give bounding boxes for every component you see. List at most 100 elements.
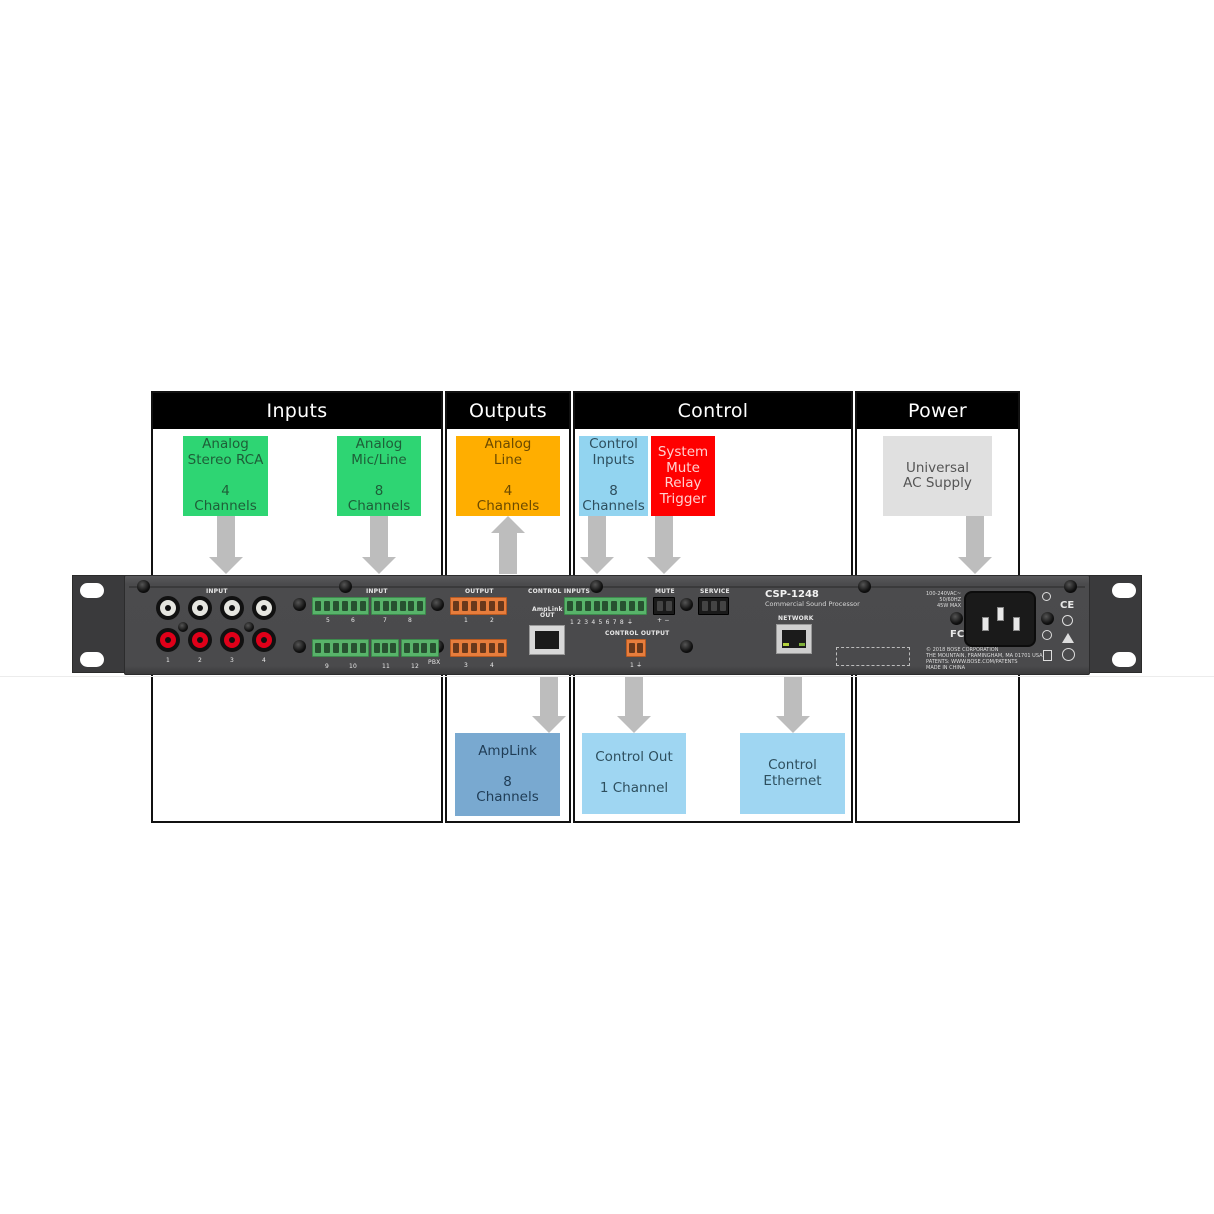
arrow-down-amplink	[532, 676, 566, 733]
feature-line: Channels	[582, 498, 645, 515]
feature-line	[632, 766, 636, 782]
mute-polarity: + −	[657, 617, 670, 624]
input-number: 8	[408, 617, 413, 624]
screw	[1041, 612, 1054, 625]
arrow-down-ac-supply	[958, 516, 992, 574]
output-number: 1	[464, 617, 469, 624]
arrow-down-control-inputs	[580, 516, 614, 574]
pbx-label: PBX	[428, 659, 441, 666]
screw	[178, 622, 188, 632]
rack-hole	[80, 652, 104, 667]
output-terminal-3-4[interactable]	[450, 639, 507, 657]
power-header: Power	[857, 393, 1018, 429]
feature-line: Line	[493, 451, 523, 468]
screw	[137, 580, 150, 593]
screw	[244, 622, 254, 632]
rca-number: 2	[198, 657, 203, 664]
amplink-out-port[interactable]	[529, 625, 565, 655]
outputs-header: Outputs	[447, 393, 569, 429]
screw	[293, 640, 306, 653]
feature-line: AC Supply	[903, 475, 972, 491]
arrow-down-control-out	[617, 676, 651, 733]
rca-jack-red-1[interactable]	[156, 628, 180, 652]
rca-jack-red-3[interactable]	[220, 628, 244, 652]
weee-bin-icon	[1043, 650, 1052, 661]
feature-line: Control	[589, 436, 638, 453]
input-terminal-7-8[interactable]	[371, 597, 426, 615]
screw	[590, 580, 603, 593]
feature-line: 1 Channel	[599, 780, 669, 797]
rca-jack-white-4[interactable]	[252, 596, 276, 620]
screw	[858, 580, 871, 593]
input-terminal-5-6[interactable]	[312, 597, 369, 615]
rack-hole	[1112, 583, 1136, 598]
rca-input-label: INPUT	[206, 588, 228, 595]
rca-jack-white-1[interactable]	[156, 596, 180, 620]
control-inputs-label: CONTROL INPUTS	[528, 588, 590, 595]
feature-line: Analog	[484, 436, 532, 453]
feature-line: AmpLink	[478, 742, 537, 759]
output-terminal-1-2[interactable]	[450, 597, 507, 615]
arrow-up-analog-line	[491, 516, 525, 574]
screw	[680, 640, 693, 653]
feature-line: Control Out	[595, 749, 673, 766]
feature-line	[223, 468, 227, 484]
arrow-down-mic-line	[362, 516, 396, 574]
mute-terminal[interactable]	[653, 597, 675, 615]
control-output-terminal[interactable]	[626, 639, 646, 657]
output-number: 2	[490, 617, 495, 624]
feature-line: Universal	[905, 459, 970, 476]
feature-line: Mic/Line	[351, 451, 407, 468]
rca-jack-white-3[interactable]	[220, 596, 244, 620]
feature-line: Inputs	[592, 451, 635, 468]
screw	[1064, 580, 1077, 593]
screw	[293, 598, 306, 611]
feature-line: Relay	[664, 475, 702, 491]
control-inputs-terminal[interactable]	[564, 597, 647, 615]
network-label: NETWORK	[778, 615, 814, 622]
control-output-number: 1 ⏚	[630, 662, 643, 669]
feature-line	[611, 468, 615, 484]
energy-icon	[1042, 630, 1052, 640]
input-number: 6	[351, 617, 356, 624]
rca-jack-red-4[interactable]	[252, 628, 276, 652]
feature-line	[505, 759, 509, 775]
rca-number: 1	[166, 657, 171, 664]
panel-groove	[129, 586, 1085, 588]
input-terminal-11[interactable]	[371, 639, 399, 657]
service-port[interactable]	[698, 597, 729, 615]
iec-power-inlet[interactable]	[964, 591, 1036, 647]
inputs-header: Inputs	[153, 393, 441, 429]
input-number: 11	[382, 663, 391, 670]
amplink-out-label: AmpLink OUT	[532, 606, 563, 619]
fcc-mark: FC	[950, 629, 965, 640]
feature-line: Control	[768, 757, 817, 773]
input-terminal-9-10[interactable]	[312, 639, 369, 657]
pse-mark-icon	[1062, 648, 1075, 661]
control-header: Control	[575, 393, 851, 429]
rca-number: 4	[262, 657, 267, 664]
screw	[680, 598, 693, 611]
mute-label: MUTE	[655, 588, 675, 595]
input-terminal-12-pbx[interactable]	[401, 639, 439, 657]
network-port[interactable]	[776, 624, 812, 654]
rca-number: 3	[230, 657, 235, 664]
label-placeholder-area	[836, 647, 910, 666]
output-number: 3	[464, 662, 469, 669]
screw	[950, 612, 963, 625]
service-label: SERVICE	[700, 588, 730, 595]
rca-jack-red-2[interactable]	[188, 628, 212, 652]
arrow-down-ethernet	[776, 676, 810, 733]
output-number: 4	[490, 662, 495, 669]
input-number: 7	[383, 617, 388, 624]
rca-jack-white-2[interactable]	[188, 596, 212, 620]
right-rack-ear	[1088, 575, 1142, 673]
output-label: OUTPUT	[465, 588, 494, 595]
control-output-label: CONTROL OUTPUT	[605, 630, 670, 637]
feature-line: System	[657, 444, 709, 460]
feature-line: 4	[221, 482, 230, 499]
model-subtitle: Commercial Sound Processor	[765, 600, 860, 608]
feature-line: 8	[503, 773, 512, 790]
